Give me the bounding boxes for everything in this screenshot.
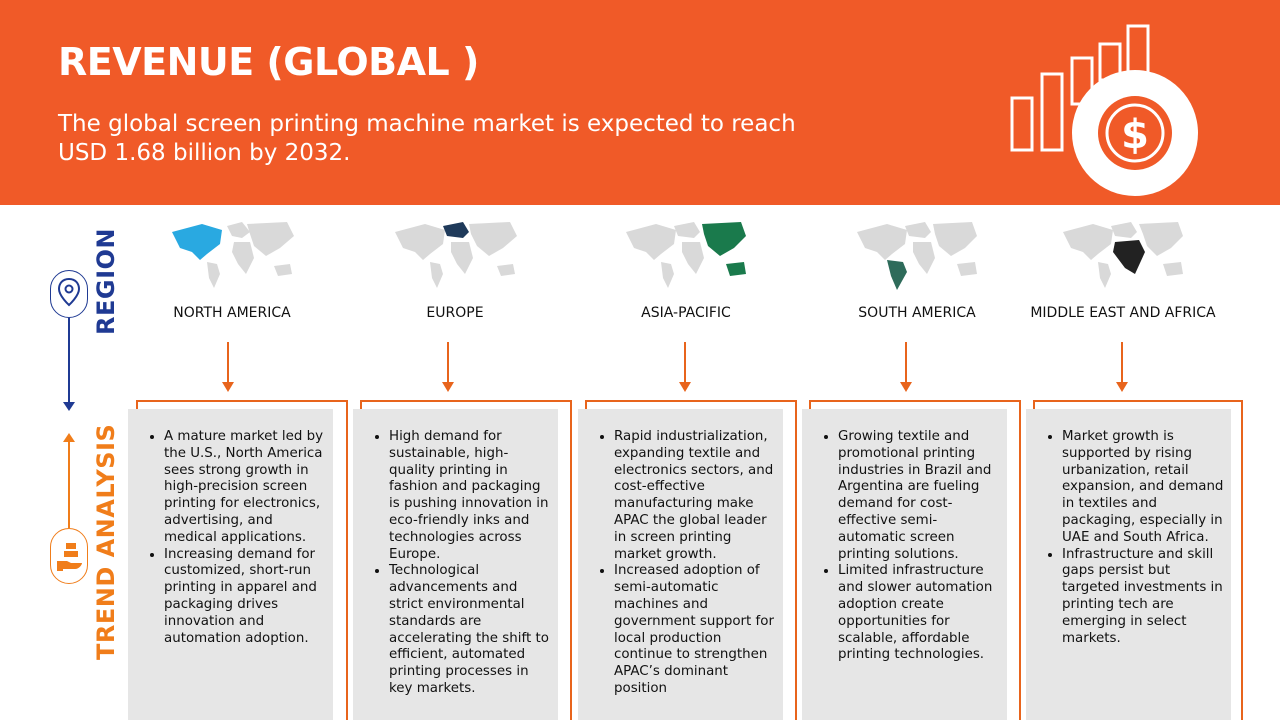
trend-point: Infrastructure and skill gaps persist bu…: [1062, 547, 1226, 648]
region-connector-line: [68, 318, 70, 402]
region-north-america: NORTH AMERICA: [127, 212, 337, 321]
page-title: REVENUE (GLOBAL ): [58, 40, 479, 84]
region-pin-frame: [50, 270, 88, 318]
revenue-chart-dollar-icon: $: [1010, 24, 1198, 196]
region-south-america: SOUTH AMERICA: [812, 212, 1022, 321]
trend-point: Limited infrastructure and slower automa…: [838, 563, 1002, 664]
trend-point: Increased adoption of semi-automatic mac…: [614, 563, 778, 697]
trend-point: Growing textile and promotional printing…: [838, 429, 1002, 563]
trend-point: Market growth is supported by rising urb…: [1062, 429, 1226, 547]
region-name: EUROPE: [426, 305, 484, 321]
world-map-asia-pacific-icon: [626, 222, 746, 288]
trend-card-europe: High demand for sustainable, high-qualit…: [353, 409, 558, 720]
region-down-arrow: [222, 342, 234, 392]
trend-card-north-america: A mature market led by the U.S., North A…: [128, 409, 333, 720]
world-map-north-america-icon: [172, 222, 294, 288]
trend-card-south-america: Growing textile and promotional printing…: [802, 409, 1007, 720]
region-asia-pacific: ASIA-PACIFIC: [581, 212, 791, 321]
trend-icon-frame: [50, 528, 88, 584]
region-down-arrow: [442, 342, 454, 392]
trend-arrowhead: [63, 433, 75, 442]
region-name: MIDDLE EAST AND AFRICA: [1030, 305, 1216, 321]
world-map-middle-east-africa-icon: [1063, 222, 1183, 288]
page-subtitle: The global screen printing machine marke…: [58, 111, 796, 166]
region-down-arrow: [900, 342, 912, 392]
trend-point: Rapid industrialization, expanding texti…: [614, 429, 778, 563]
trend-section-label: TREND ANALYSIS: [92, 423, 120, 660]
world-map-south-america-icon: [857, 222, 977, 290]
trend-connector-line: [68, 441, 70, 528]
trend-card-asia-pacific: Rapid industrialization, expanding texti…: [578, 409, 783, 720]
region-name: NORTH AMERICA: [173, 305, 291, 321]
region-middle-east-africa: MIDDLE EAST AND AFRICA: [1018, 212, 1228, 321]
trend-point: A mature market led by the U.S., North A…: [164, 429, 328, 547]
trend-point: Technological advancements and strict en…: [389, 563, 553, 697]
svg-text:$: $: [1121, 112, 1149, 158]
trend-point: High demand for sustainable, high-qualit…: [389, 429, 553, 563]
header-banner: REVENUE (GLOBAL ) The global screen prin…: [0, 0, 1280, 205]
region-section-label: REGION: [92, 228, 120, 335]
trend-card-middle-east-africa: Market growth is supported by rising urb…: [1026, 409, 1231, 720]
trend-point: Increasing demand for customized, short-…: [164, 547, 328, 648]
region-down-arrow: [1116, 342, 1128, 392]
region-name: SOUTH AMERICA: [858, 305, 976, 321]
region-arrowhead: [63, 402, 75, 411]
hand-money-icon: [57, 543, 82, 571]
region-europe: EUROPE: [350, 212, 560, 321]
world-map-europe-icon: [395, 222, 517, 288]
region-name: ASIA-PACIFIC: [641, 305, 731, 321]
region-down-arrow: [679, 342, 691, 392]
location-pin-icon: [57, 277, 81, 307]
